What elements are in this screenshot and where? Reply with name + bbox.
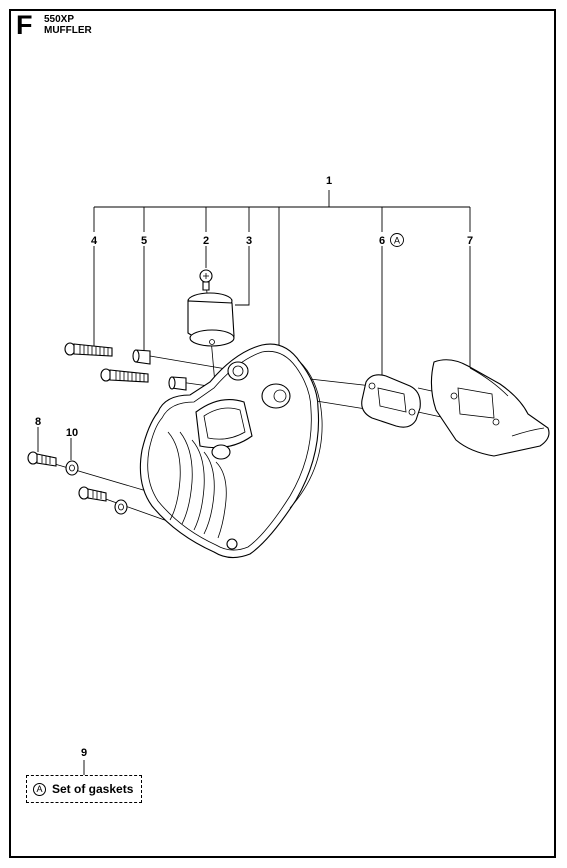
title-block: 550XP MUFFLER	[44, 14, 92, 36]
screw-long-part-4	[64, 342, 113, 357]
callout-3: 3	[246, 235, 252, 247]
diagram-title: MUFFLER	[44, 25, 92, 36]
sleeve-part-5b	[168, 376, 187, 391]
gasket-part-6	[361, 374, 421, 428]
callout-10: 10	[66, 427, 78, 439]
leader-lines	[37, 190, 471, 775]
screw-part-8b	[78, 486, 107, 502]
callout-7: 7	[467, 235, 473, 247]
model-label: 550XP	[44, 14, 75, 25]
page-frame	[9, 9, 556, 858]
gasket-kit-box: A Set of gaskets	[26, 775, 142, 803]
callout-9: 9	[81, 747, 87, 759]
washer-part-10b	[114, 499, 128, 515]
heat-shield-part-7	[430, 359, 550, 457]
kit-marker-circle-a: A	[33, 782, 46, 796]
screw-small-part-2	[199, 269, 213, 291]
callout-8: 8	[35, 416, 41, 428]
callout-4: 4	[91, 235, 98, 247]
screw-part-8	[27, 451, 57, 467]
spark-arrestor-part-3	[187, 292, 235, 347]
kit-marker-circle	[390, 233, 404, 247]
kit-label: Set of gaskets	[52, 782, 134, 796]
callout-2: 2	[203, 235, 209, 247]
muffler-body-part-1	[139, 343, 323, 559]
screw-long-part-4b	[100, 368, 149, 383]
callout-6: 6	[379, 235, 385, 247]
callout-1: 1	[326, 175, 332, 187]
washer-part-10	[65, 460, 79, 476]
callout-5: 5	[141, 235, 147, 247]
section-letter: F	[16, 10, 33, 40]
sleeve-part-5	[132, 349, 151, 365]
kit-marker-letter: A	[394, 236, 400, 246]
